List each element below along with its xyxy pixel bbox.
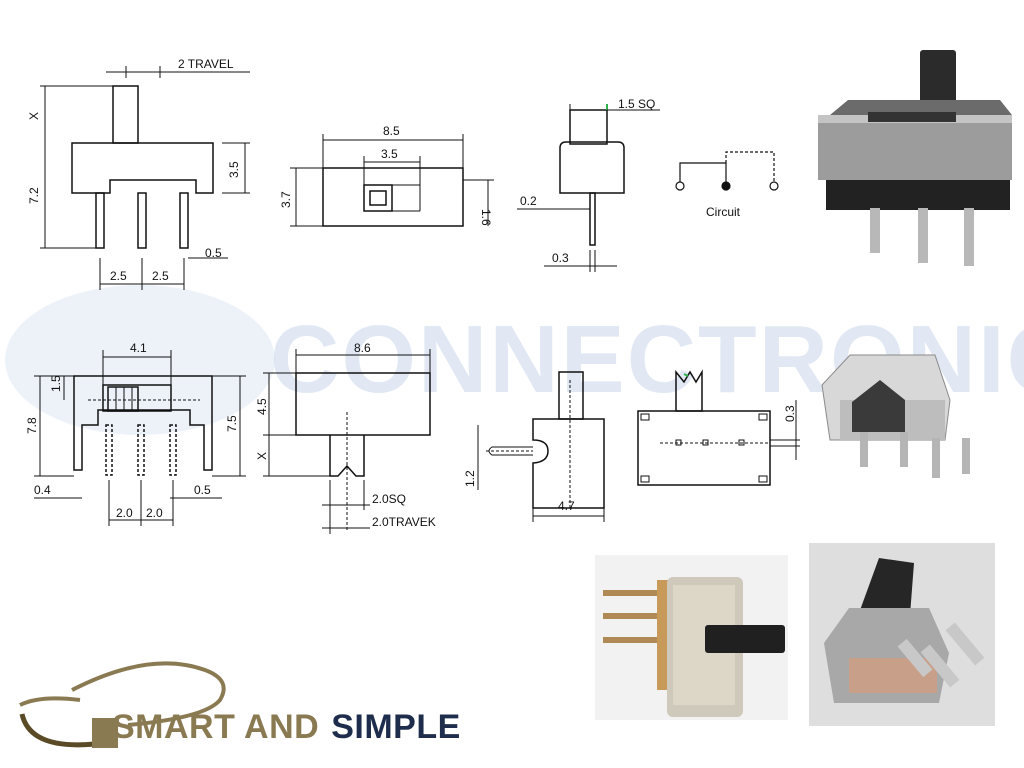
circuit-diagram bbox=[675, 151, 779, 191]
mid-bottom-view bbox=[34, 350, 246, 526]
label-x-top: X bbox=[27, 112, 41, 120]
switch-render-mid bbox=[821, 354, 970, 478]
brand-part-2: SIMPLE bbox=[331, 708, 461, 746]
brand-part-1: SMART AND bbox=[112, 708, 320, 746]
label-86: 8.6 bbox=[354, 341, 371, 355]
label-travel-top: 2 TRAVEL bbox=[178, 57, 234, 71]
label-85: 8.5 bbox=[383, 124, 400, 138]
label-72: 7.2 bbox=[27, 187, 41, 204]
label-15sq: 1.5 SQ bbox=[618, 97, 655, 111]
label-05-bot: 0.5 bbox=[194, 483, 211, 497]
top-side-view bbox=[40, 66, 250, 290]
top-end-view bbox=[517, 104, 660, 272]
brand-logo bbox=[19, 661, 226, 748]
label-20sq: 2.0SQ bbox=[372, 492, 406, 506]
label-03-bot: 0.3 bbox=[552, 251, 569, 265]
label-78: 7.8 bbox=[25, 417, 39, 434]
label-20-a: 2.0 bbox=[116, 506, 133, 520]
label-12: 1.2 bbox=[463, 470, 477, 487]
label-25-b: 2.5 bbox=[152, 269, 169, 283]
label-45: 4.5 bbox=[255, 398, 269, 415]
top-plan-view bbox=[290, 134, 494, 227]
label-35-side: 3.5 bbox=[227, 161, 241, 178]
photo-switch-angle bbox=[809, 543, 995, 726]
switch-render-top bbox=[818, 50, 1012, 266]
label-37: 3.7 bbox=[279, 191, 293, 208]
photo-switch-side bbox=[595, 555, 788, 720]
label-x-mid: X bbox=[255, 452, 269, 460]
label-75: 7.5 bbox=[225, 415, 239, 432]
label-16: 1.6 bbox=[479, 209, 493, 226]
label-25-a: 2.5 bbox=[110, 269, 127, 283]
mid-end-view bbox=[477, 371, 605, 522]
brand-wordmark: SMART AND SIMPLE bbox=[112, 708, 461, 747]
mid-front-view bbox=[263, 349, 431, 534]
mid-pcb-footprint bbox=[637, 369, 800, 486]
label-20-b: 2.0 bbox=[146, 506, 163, 520]
label-41: 4.1 bbox=[130, 341, 147, 355]
label-02: 0.2 bbox=[520, 194, 537, 208]
label-05-top: 0.5 bbox=[205, 246, 222, 260]
label-35-top: 3.5 bbox=[381, 147, 398, 161]
label-03-right: 0.3 bbox=[783, 405, 797, 422]
label-15-side: 1.5 bbox=[49, 375, 63, 392]
label-20travek: 2.0TRAVEK bbox=[372, 515, 436, 529]
label-47: 4.7 bbox=[558, 499, 575, 513]
label-04: 0.4 bbox=[34, 483, 51, 497]
label-circuit: Circuit bbox=[706, 205, 741, 219]
